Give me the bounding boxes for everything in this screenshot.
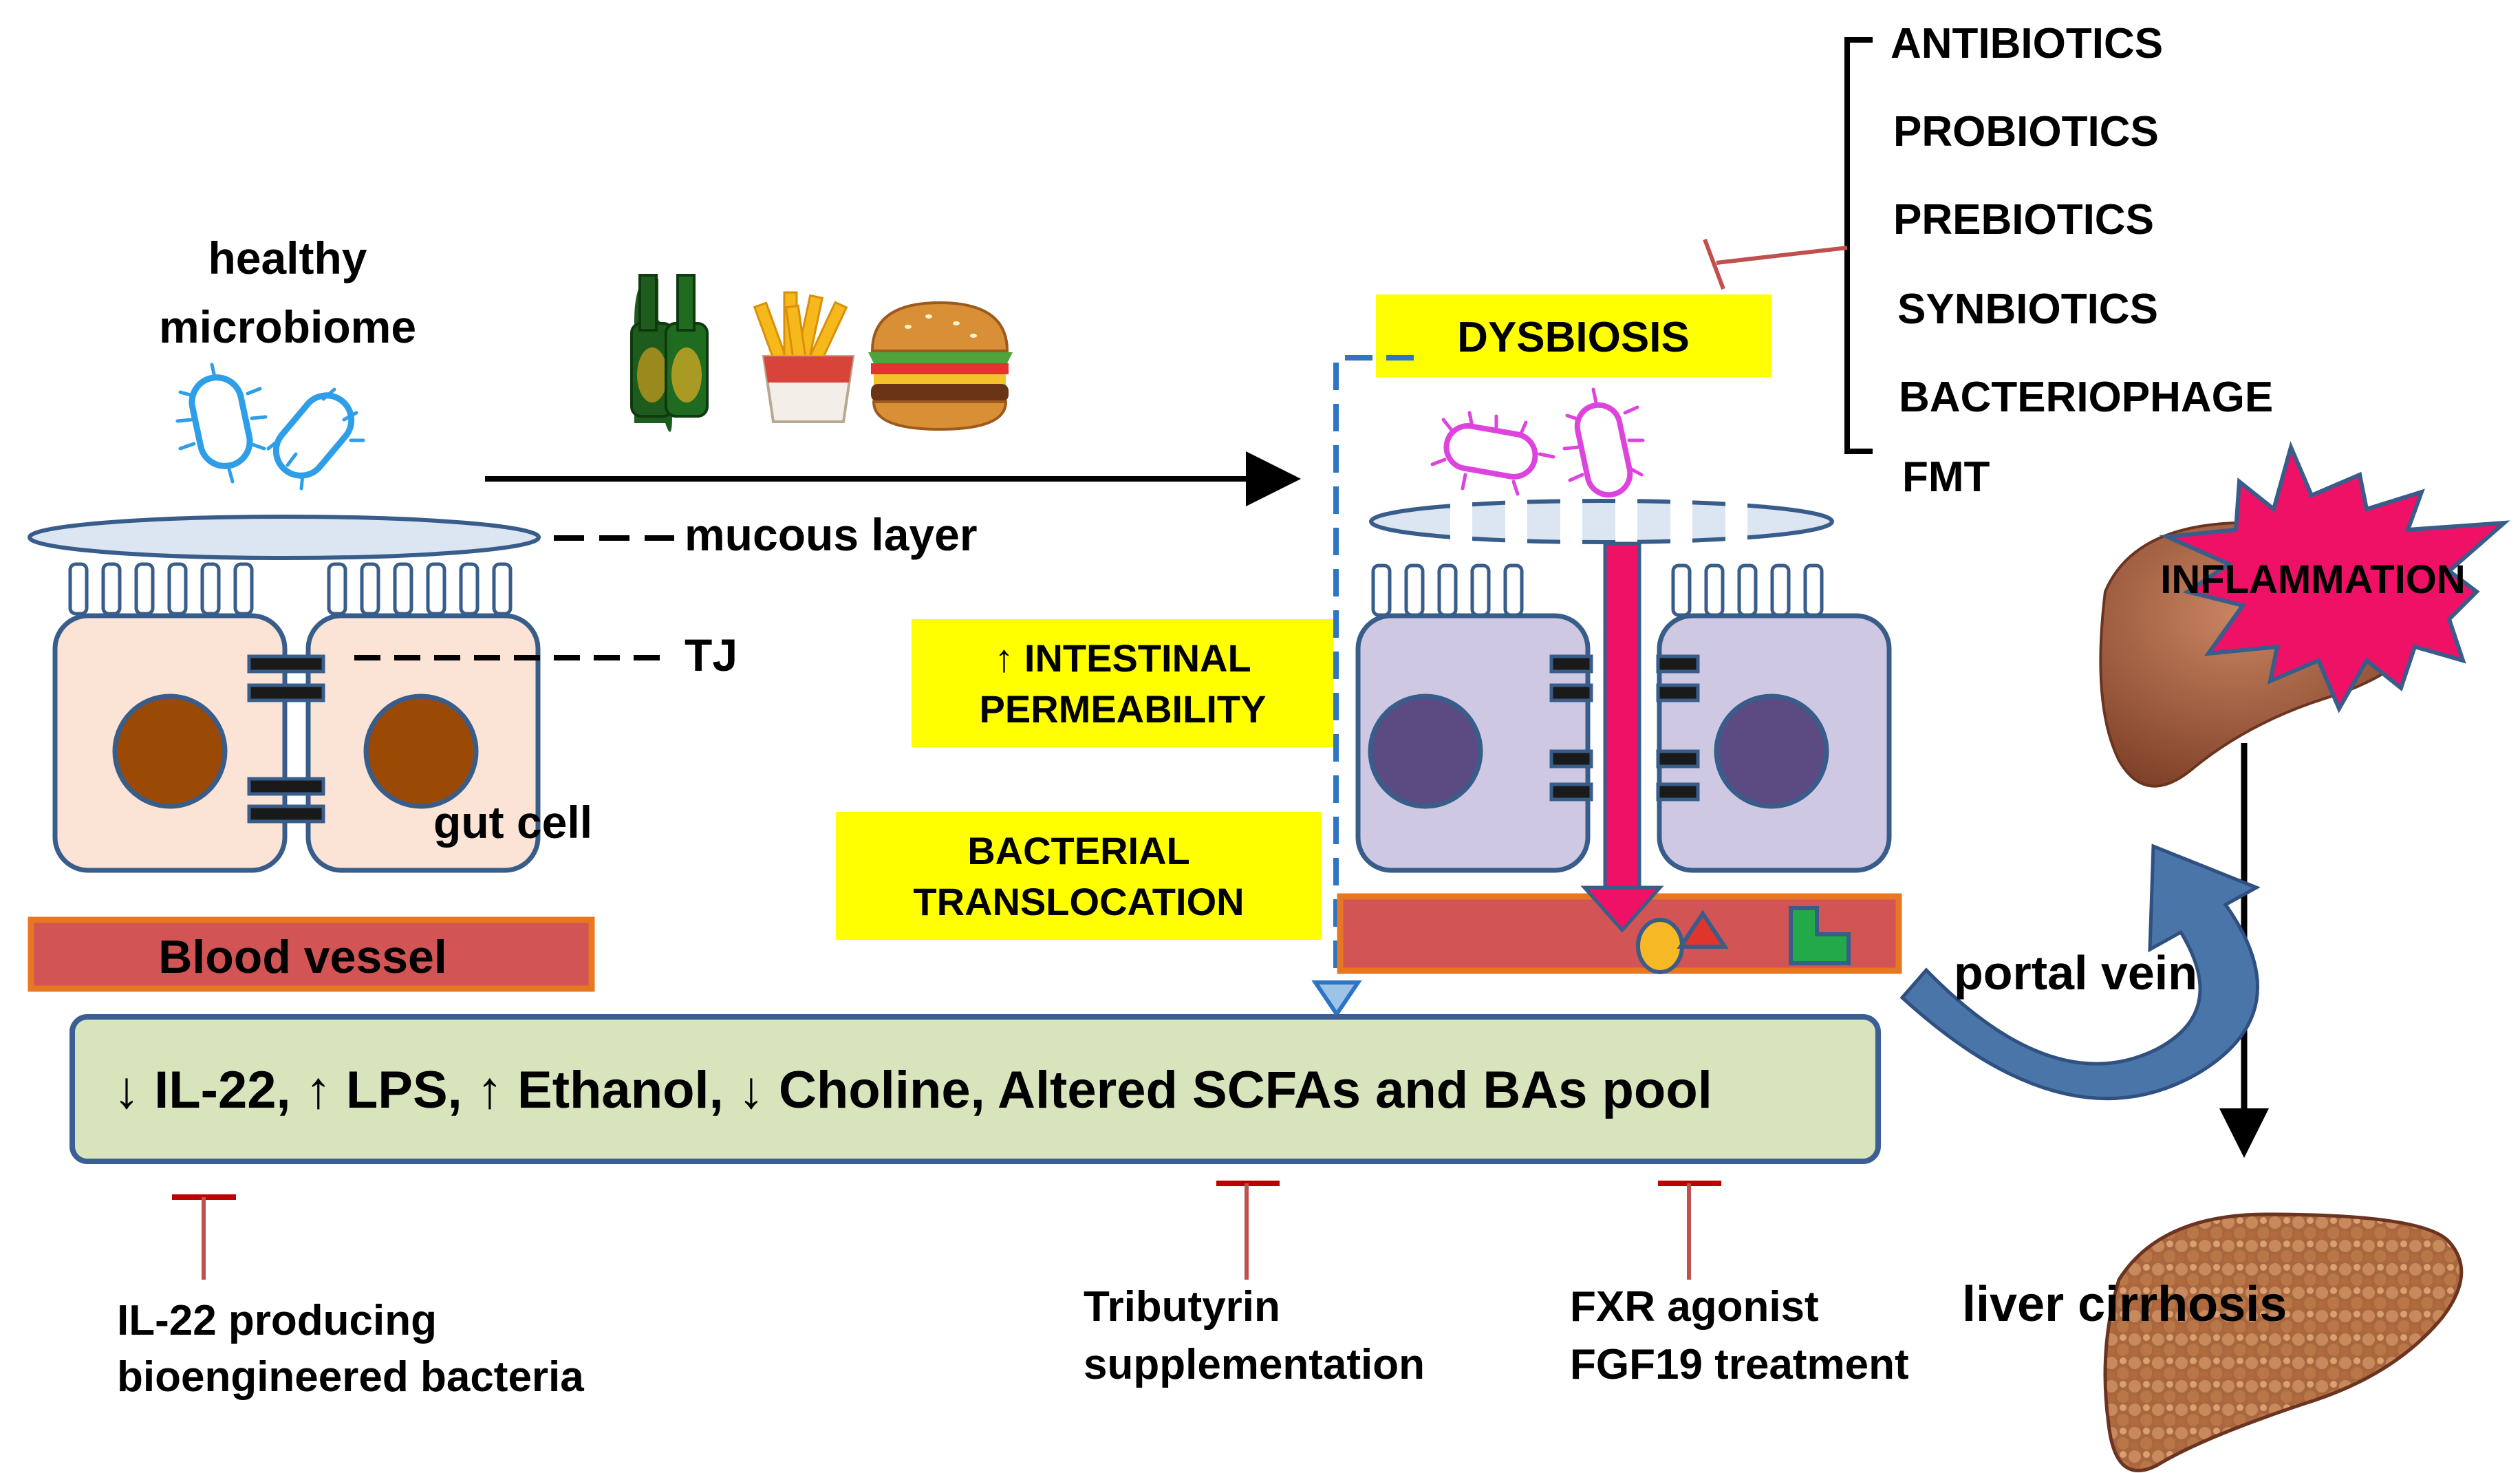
translocated-product-oval	[1636, 918, 1684, 974]
healthy-label-line2: microbiome	[159, 301, 416, 352]
dysbiosis-box	[1376, 294, 1771, 377]
healthy-microvilli	[68, 562, 513, 616]
fxr-label-line1: FXR agonist	[1570, 1283, 1819, 1331]
liver-cirrhosis-label: liver cirrhosis	[1962, 1277, 2287, 1332]
il22-treatment: IL-22 producing bioengineered bacteria	[117, 1194, 584, 1401]
translocation-label-line2: TRANSLOCATION	[913, 880, 1244, 923]
portal-vein-label: portal vein	[1954, 946, 2197, 1000]
therapy-item: FMT	[1902, 453, 1990, 501]
dysbiotic-bacteria-icon	[1430, 387, 1645, 498]
translocated-product-block	[1789, 906, 1851, 965]
tributyrin-label-line1: Tributyrin	[1084, 1283, 1280, 1331]
therapies-bracket	[1844, 37, 1873, 454]
translocation-arrowhead	[1311, 980, 1362, 1018]
healthy-tight-junctions	[247, 654, 325, 824]
dysbiotic-nucleus-left	[1368, 694, 1483, 809]
therapy-item: ANTIBIOTICS	[1891, 20, 2163, 67]
dysbiotic-mucous-layer	[1369, 499, 1834, 544]
therapies-inhibition	[1703, 238, 1848, 290]
healthy-nucleus-right	[363, 694, 479, 809]
fxr-treatment: FXR agonist FGF19 treatment	[1570, 1181, 1909, 1388]
dysbiotic-gut-panel: DYSBIOSIS	[1311, 294, 1902, 1018]
healthy-blood-vessel	[28, 916, 595, 992]
permeability-label-line2: PERMEABILITY	[980, 687, 1267, 731]
tributyrin-treatment: Tributyrin supplementation	[1084, 1181, 1425, 1388]
translocation-path	[1333, 355, 1414, 991]
healthy-bacteria-icon	[175, 363, 365, 491]
dysbiosis-label: DYSBIOSIS	[1457, 314, 1690, 361]
inflammation-label: INFLAMMATION	[2160, 557, 2466, 602]
cirrhotic-liver-icon	[2103, 1212, 2464, 1472]
healthy-mucous-layer	[28, 515, 541, 560]
il22-label-line1: IL-22 producing	[117, 1297, 437, 1344]
permeability-label-line1: ↑ INTESTINAL	[994, 636, 1251, 680]
metabolites-label: ↓ IL-22, ↑ LPS, ↑ Ethanol, ↓ Choline, Al…	[114, 1061, 1712, 1119]
translocated-product-triangle	[1677, 910, 1729, 949]
mucous-layer-label: mucous layer	[685, 509, 978, 560]
tj-label: TJ	[685, 630, 737, 680]
therapy-item: SYNBIOTICS	[1897, 286, 2158, 333]
blood-vessel-label: Blood vessel	[158, 931, 447, 983]
fxr-label-line2: FGF19 treatment	[1570, 1341, 1909, 1388]
therapies-list: ANTIBIOTICS PROBIOTICS PREBIOTICS SYNBIO…	[1844, 20, 2273, 501]
il22-label-line2: bioengineered bacteria	[117, 1353, 584, 1401]
disrupted-tight-junctions	[1549, 654, 1700, 802]
tributyrin-label-line2: supplementation	[1084, 1341, 1425, 1388]
burger-icon	[868, 301, 1013, 431]
dysbiotic-microvilli	[1371, 563, 1824, 617]
therapy-item: PREBIOTICS	[1893, 196, 2154, 244]
mucous-layer-gaps	[1450, 498, 1747, 545]
metabolites-box	[69, 1014, 1881, 1164]
healthy-nucleus-left	[112, 694, 228, 809]
dysbiotic-nucleus-right	[1714, 694, 1829, 809]
intestinal-permeability-box	[912, 619, 1333, 747]
therapy-item: PROBIOTICS	[1893, 108, 2159, 155]
therapy-item: BACTERIOPHAGE	[1899, 374, 2273, 421]
bacterial-translocation-box	[836, 812, 1322, 940]
beer-bottles-icon	[630, 274, 709, 432]
healthy-label-line1: healthy	[208, 233, 367, 283]
bacterial-translocation-arrow	[1580, 541, 1664, 933]
gut-cell-label: gut cell	[433, 797, 592, 848]
translocation-label-line1: BACTERIAL	[967, 829, 1190, 872]
french-fries-icon	[753, 291, 855, 423]
portal-vein-arrow	[1899, 843, 2261, 1101]
inflammation-burst-icon	[2159, 440, 2510, 713]
healthy-gut-panel: healthy microbiome	[28, 233, 978, 992]
